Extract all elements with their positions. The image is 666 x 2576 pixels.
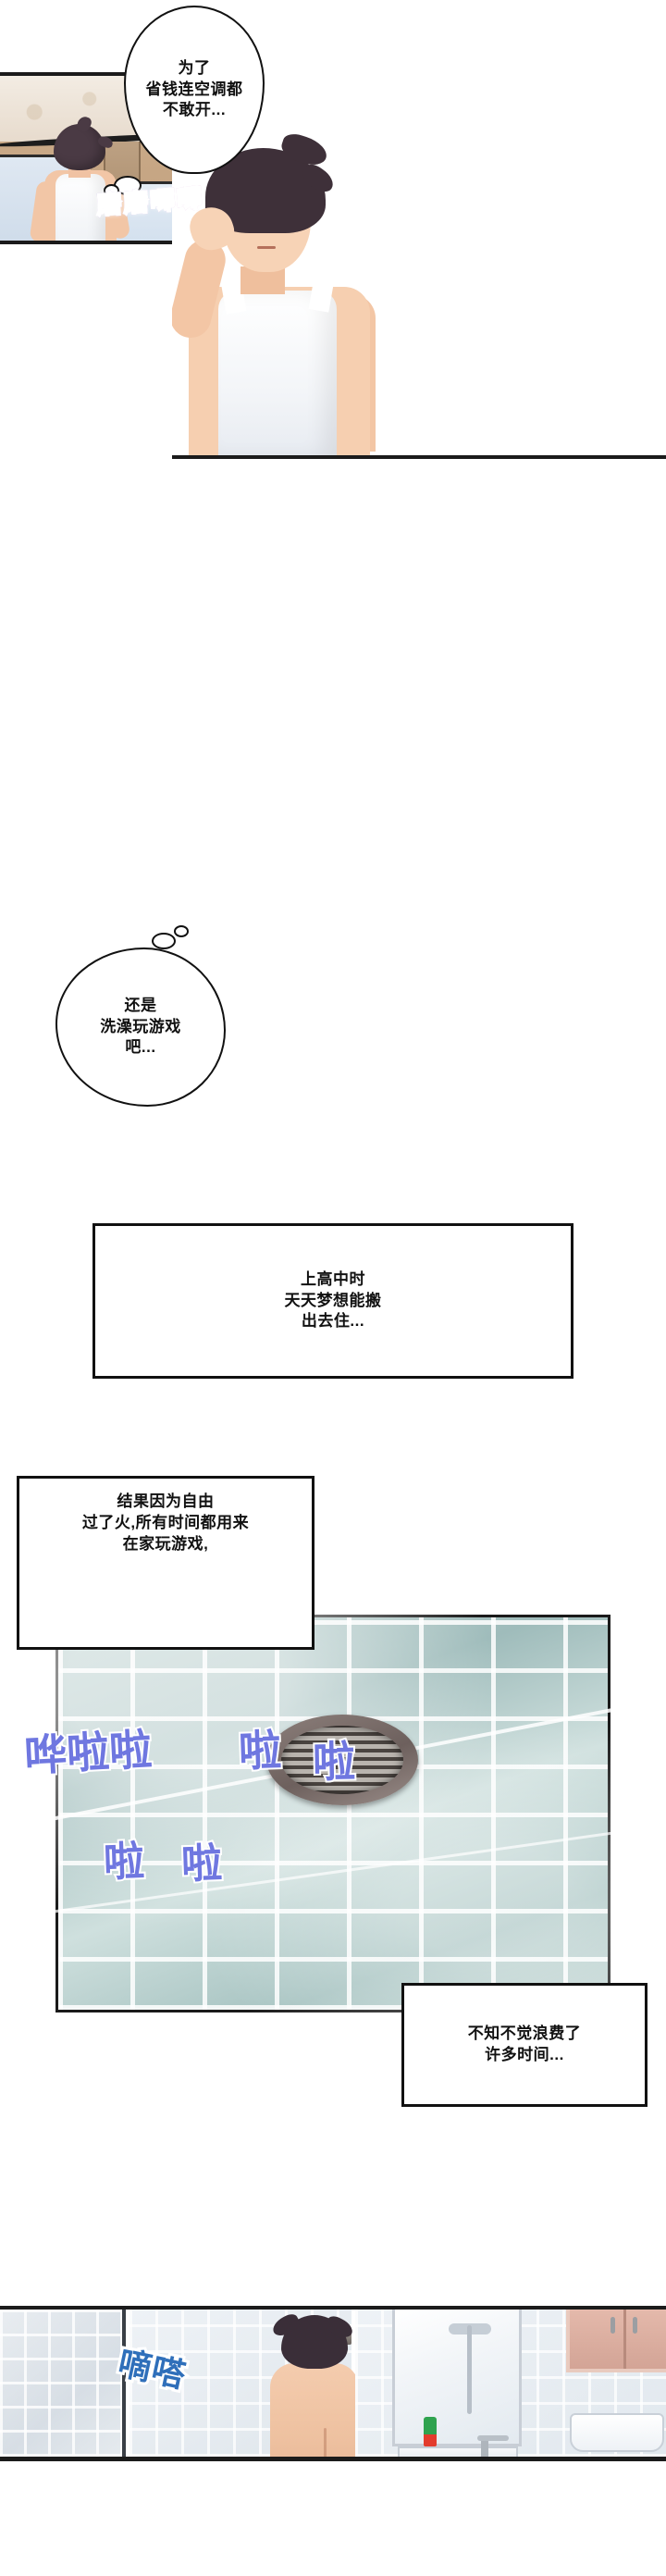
faucet-spout	[477, 2435, 509, 2441]
shower-stall-wall-left	[0, 2310, 126, 2457]
caption-wasted-time-text: 不知不觉浪费了 许多时间...	[467, 2025, 582, 2063]
thought-bubble-aircon: 为了 省钱连空调都 不敢开...	[124, 6, 265, 174]
thought-tail-dot-top-large	[152, 933, 176, 949]
thought-bubble-shower-game: 还是 洗澡玩游戏 吧...	[56, 947, 226, 1107]
sfx-la-b: 啦	[311, 1736, 358, 1789]
boy-closeup-panel	[172, 131, 666, 459]
caption-wasted-time: 不知不觉浪费了 许多时间...	[401, 1983, 648, 2107]
bathroom-mirror	[392, 2310, 522, 2446]
faucet-handle	[481, 2441, 488, 2457]
boy-back	[270, 2363, 359, 2457]
cabinet-handle-left[interactable]	[610, 2317, 615, 2334]
thought-bubble-shower-game-text: 还是 洗澡玩游戏 吧...	[100, 996, 181, 1057]
caption-too-much-freedom: 结果因为自由 过了火,所有时间都用来 在家玩游戏,	[17, 1476, 314, 1650]
floor-drain	[266, 1715, 418, 1805]
sink-counter	[398, 2446, 518, 2457]
panel-bottom-border	[172, 455, 666, 459]
sfx-la-d: 啦	[179, 1839, 225, 1889]
thought-tail-dot-top-small	[174, 925, 189, 937]
caption-too-much-freedom-text: 结果因为自由 过了火,所有时间都用来 在家玩游戏,	[81, 1492, 250, 1553]
cabinet-handle-right[interactable]	[633, 2317, 637, 2334]
boy-mouth	[257, 246, 276, 249]
thought-tail-dot-small	[104, 184, 119, 197]
boy-tank-top-big	[218, 291, 337, 459]
soap-bottle	[424, 2417, 437, 2446]
shower-drain-panel	[56, 1615, 610, 2012]
bathroom-panel: 嘀嗒	[0, 2306, 666, 2461]
caption-highschool-dream-text: 上高中时 天天梦想能搬 出去住...	[284, 1269, 382, 1331]
caption-highschool-dream: 上高中时 天天梦想能搬 出去住...	[92, 1223, 574, 1379]
sfx-la-a: 啦	[236, 1724, 284, 1777]
bathroom-vanity-area	[355, 2310, 666, 2457]
laundry-basket	[570, 2413, 664, 2452]
boy-back-view	[29, 124, 131, 241]
drain-grate	[281, 1726, 403, 1794]
boy-tank-top	[56, 174, 105, 241]
boy-spine-line	[324, 2428, 327, 2457]
cabinet-door-split	[623, 2310, 626, 2369]
boy-nude-back-view	[257, 2311, 368, 2457]
sfx-hualala-row1: 哗啦啦	[21, 1723, 155, 1781]
thought-bubble-aircon-text: 为了 省钱连空调都 不敢开...	[145, 58, 243, 119]
wall-cabinet[interactable]	[566, 2310, 666, 2372]
sfx-la-c: 啦	[101, 1837, 147, 1888]
tiled-floor	[56, 1615, 610, 2012]
sfx-momojiji: 磨磨唧唧	[94, 178, 205, 221]
boy-hair	[54, 124, 105, 170]
mirror-reflection-shower-pipe	[467, 2325, 472, 2414]
